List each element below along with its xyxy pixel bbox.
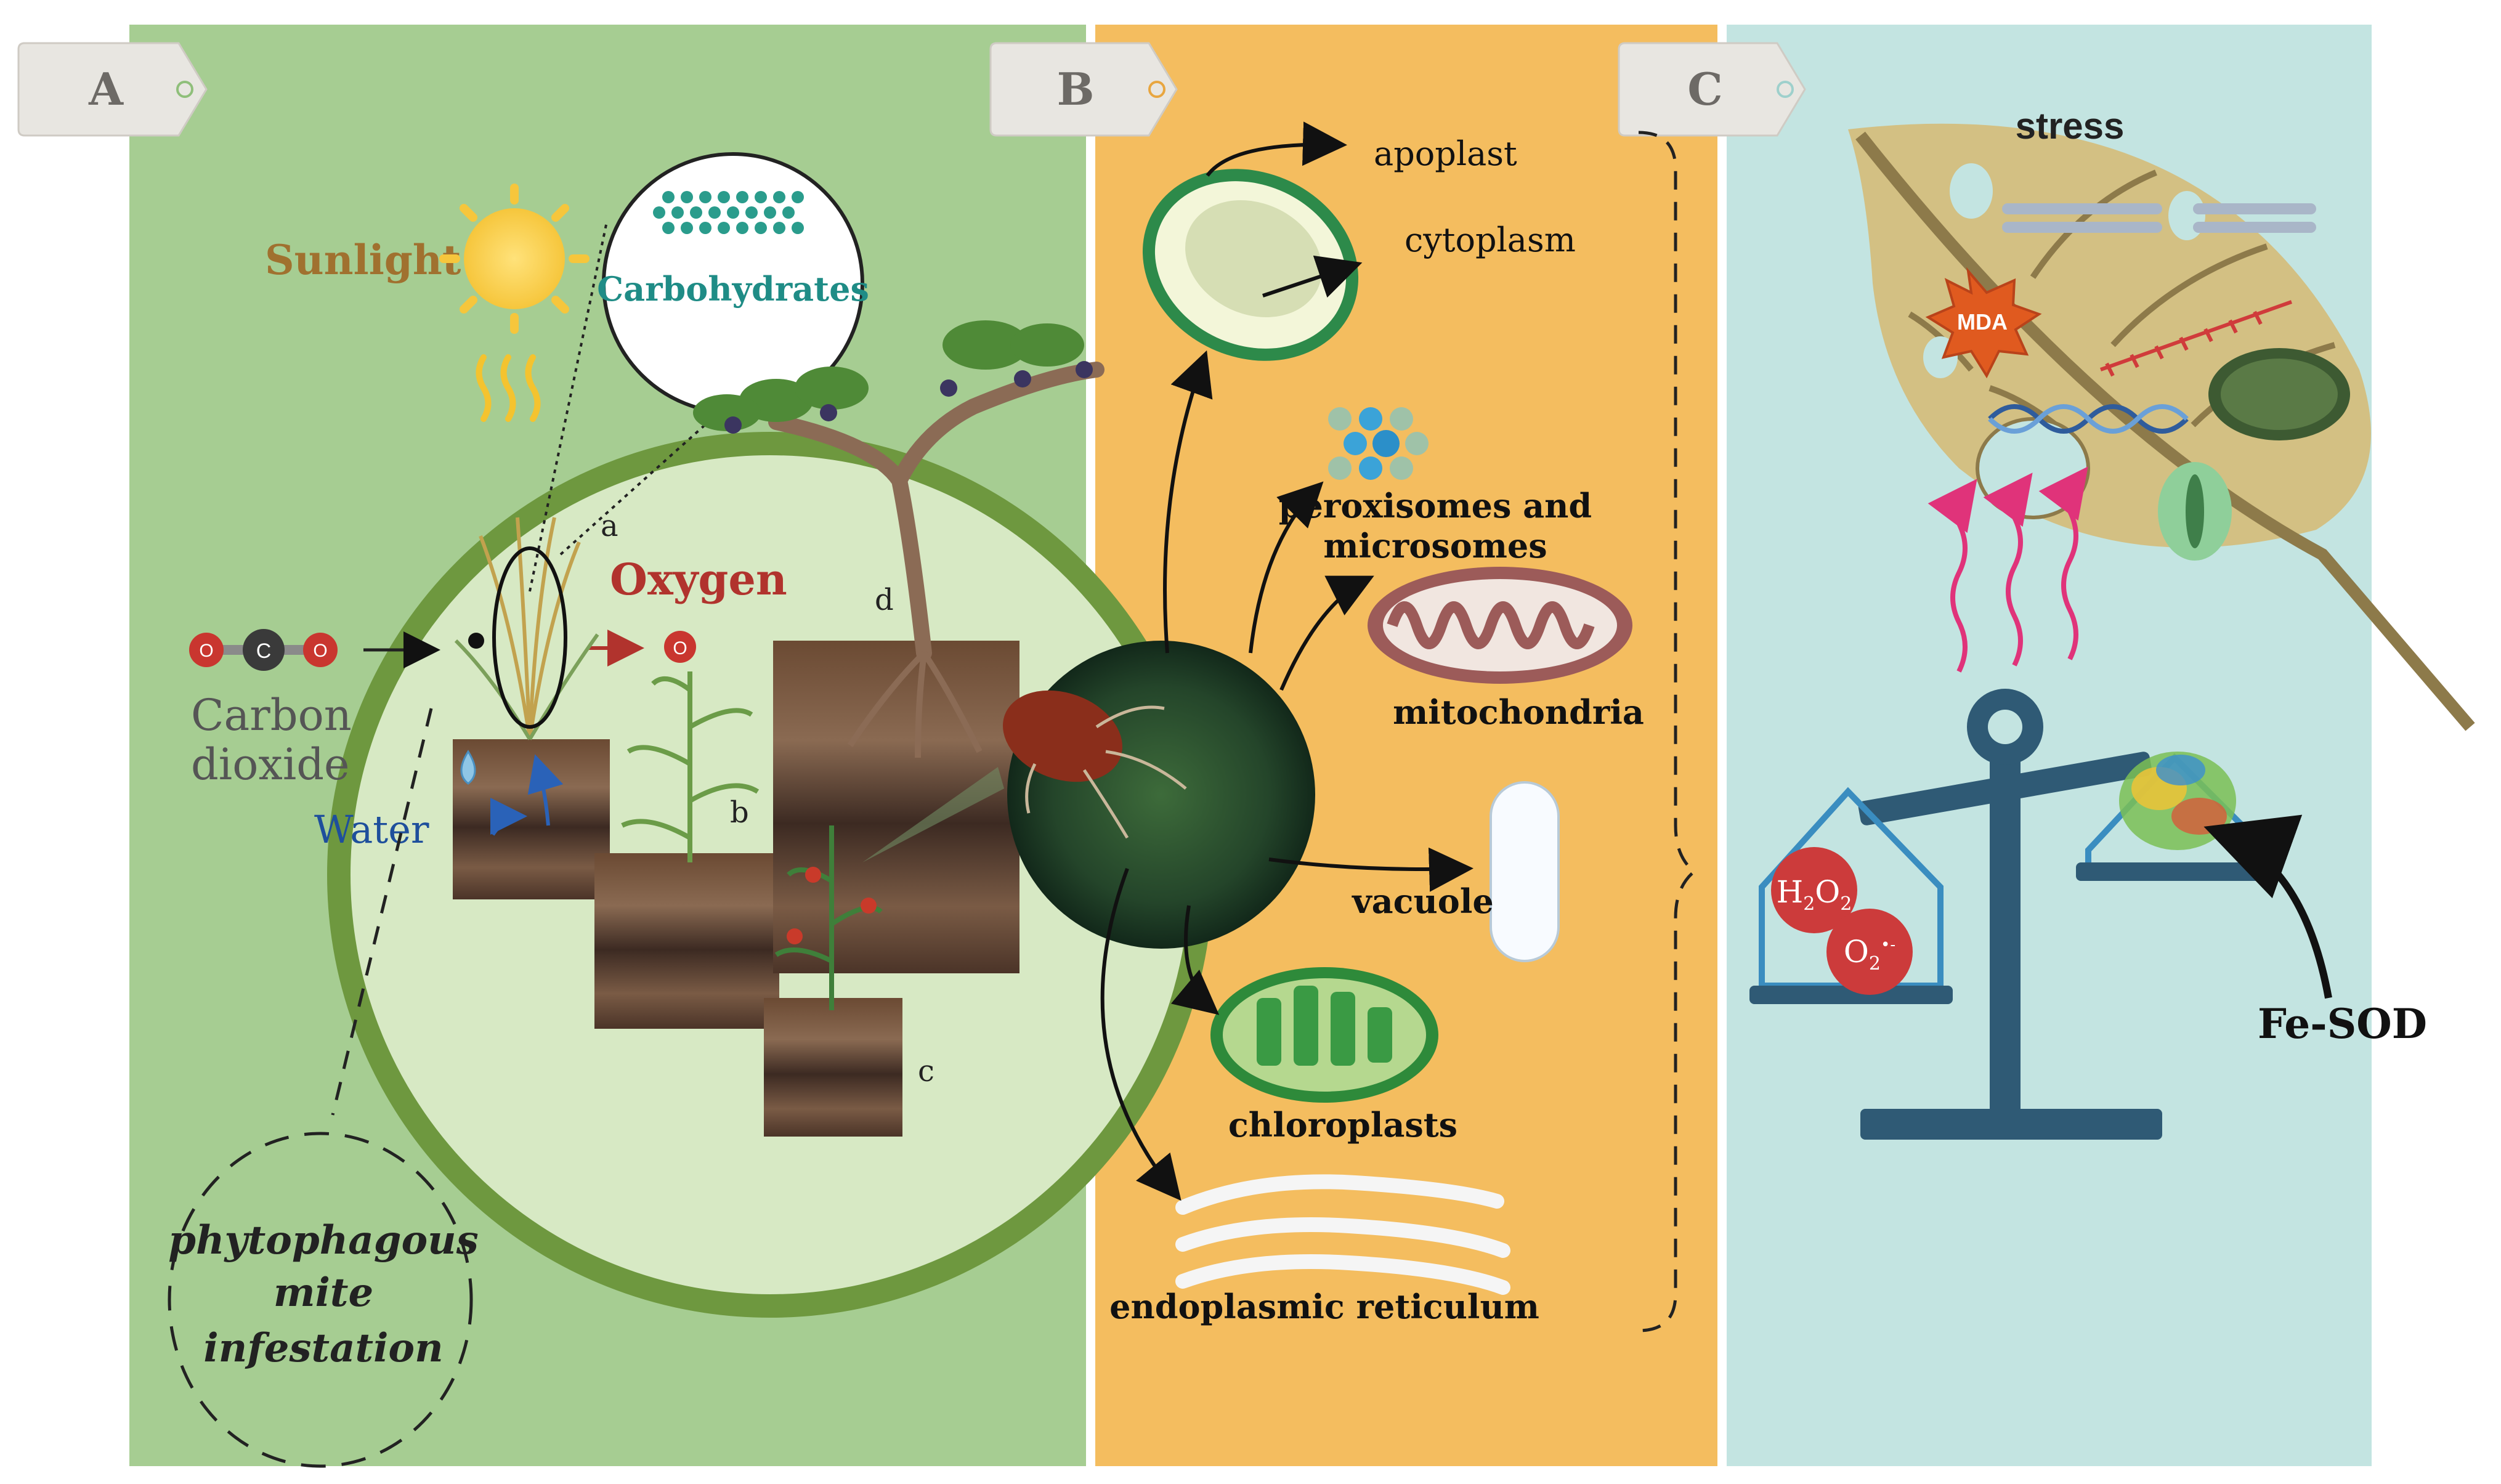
stress-label: stress [2016, 105, 2125, 147]
svg-text:O: O [673, 638, 687, 659]
vacuole-label: vacuole [1352, 882, 1493, 921]
peroxisomes-label-line1: peroxisomes and [1279, 486, 1592, 525]
apoplast-label: apoplast [1374, 134, 1517, 173]
svg-text:H2O2: H2O2 [1777, 874, 1852, 915]
oxygen-molecule-icon: O [664, 631, 696, 663]
fe-sod-label: Fe-SOD [2258, 1000, 2427, 1048]
bracket-divider [1638, 131, 1696, 1332]
wheat-plant-icon [454, 517, 599, 740]
water-arrow [490, 798, 527, 836]
mite-infestation-dashed-circle [168, 1132, 473, 1468]
peroxisome-icon [1328, 407, 1429, 480]
sun-icon [439, 184, 590, 334]
soil-block-d [773, 641, 1019, 973]
fe-sod-arrow [2203, 814, 2332, 999]
panel-a-tab-label: A [88, 63, 124, 115]
carbon-dioxide-label-line2: dioxide [191, 739, 349, 790]
corn-plant-icon [621, 671, 760, 862]
soil-block-b [594, 853, 779, 1029]
mitochondrion-icon [1368, 567, 1632, 684]
zoom-point [468, 633, 484, 649]
cytoplasm-label: cytoplasm [1405, 221, 1576, 259]
organelle-arrows [1100, 350, 1473, 1201]
apoplast-arrow [1206, 121, 1347, 177]
dna-helix-icon [1988, 404, 2189, 434]
h2o2-molecule: H2O2 [1771, 847, 1857, 933]
balance-scale-icon [1749, 689, 2279, 1140]
soil-block-c [764, 998, 902, 1137]
svg-text:C: C [256, 639, 272, 663]
label-b: b [730, 795, 749, 830]
water-label: Water [314, 807, 429, 852]
dashed-connector [331, 708, 433, 1116]
mite-infestation-line2: mite [274, 1270, 373, 1316]
mitochondria-label: mitochondria [1393, 692, 1644, 732]
grapevine-icon [693, 320, 1105, 758]
zoom-cone [862, 767, 1004, 862]
label-a: a [601, 509, 618, 543]
stomata-icon [2158, 462, 2232, 561]
svg-text:O: O [313, 641, 327, 661]
sunlight-label: Sunlight [265, 236, 461, 284]
mda-label: MDA [1957, 309, 2008, 335]
mda-burst-icon [1925, 267, 2042, 379]
peroxisomes-label-line2: microsomes [1323, 526, 1547, 566]
ros-release-arrows [1927, 466, 2088, 673]
mite-infestation-line1: phytophagous [168, 1217, 478, 1263]
label-c: c [918, 1054, 934, 1089]
vacuole-icon [1490, 781, 1560, 962]
panel-a-tab: A [17, 42, 208, 137]
endoplasmic-reticulum-icon [1175, 1174, 1510, 1295]
carbohydrates-label: Carbohydrates [597, 269, 869, 309]
panel-b-tab-label: B [1057, 63, 1095, 115]
carbohydrate-chain-icon [653, 191, 804, 234]
mite-infestation-line3: infestation [203, 1325, 443, 1371]
soil-block-a [453, 739, 610, 899]
water-up-arrow [527, 754, 564, 826]
label-d: d [875, 583, 894, 617]
er-label: endoplasmic reticulum [1109, 1287, 1539, 1326]
panel-c-tab-label: C [1687, 63, 1722, 115]
sun-rays-icon [476, 354, 541, 422]
damaged-chloroplast-icon [2208, 348, 2350, 440]
panel-c-tab: C [1618, 42, 1806, 137]
carbon-dioxide-label-line1: Carbon [191, 690, 352, 740]
chloroplasts-label: chloroplasts [1228, 1105, 1457, 1145]
membrane-icon [2002, 203, 2316, 233]
cytoplasm-arrow [1262, 255, 1363, 298]
mite-micrograph [1007, 641, 1315, 949]
mite-icon [1003, 690, 1187, 839]
panel-b-tab: B [989, 42, 1178, 137]
svg-text:O: O [199, 641, 213, 661]
water-drop-icon [460, 750, 476, 785]
superoxide-molecule: O2•- [1826, 909, 1913, 995]
oxygen-label: Oxygen [610, 554, 787, 605]
damaged-dna-ladder-icon [2099, 300, 2293, 377]
chloroplast-icon [1210, 967, 1438, 1103]
svg-text:O2•-: O2•- [1844, 934, 1895, 975]
wheat-highlight-ellipse [492, 546, 567, 729]
carbon-dioxide-molecule-icon: O C O [189, 629, 338, 671]
